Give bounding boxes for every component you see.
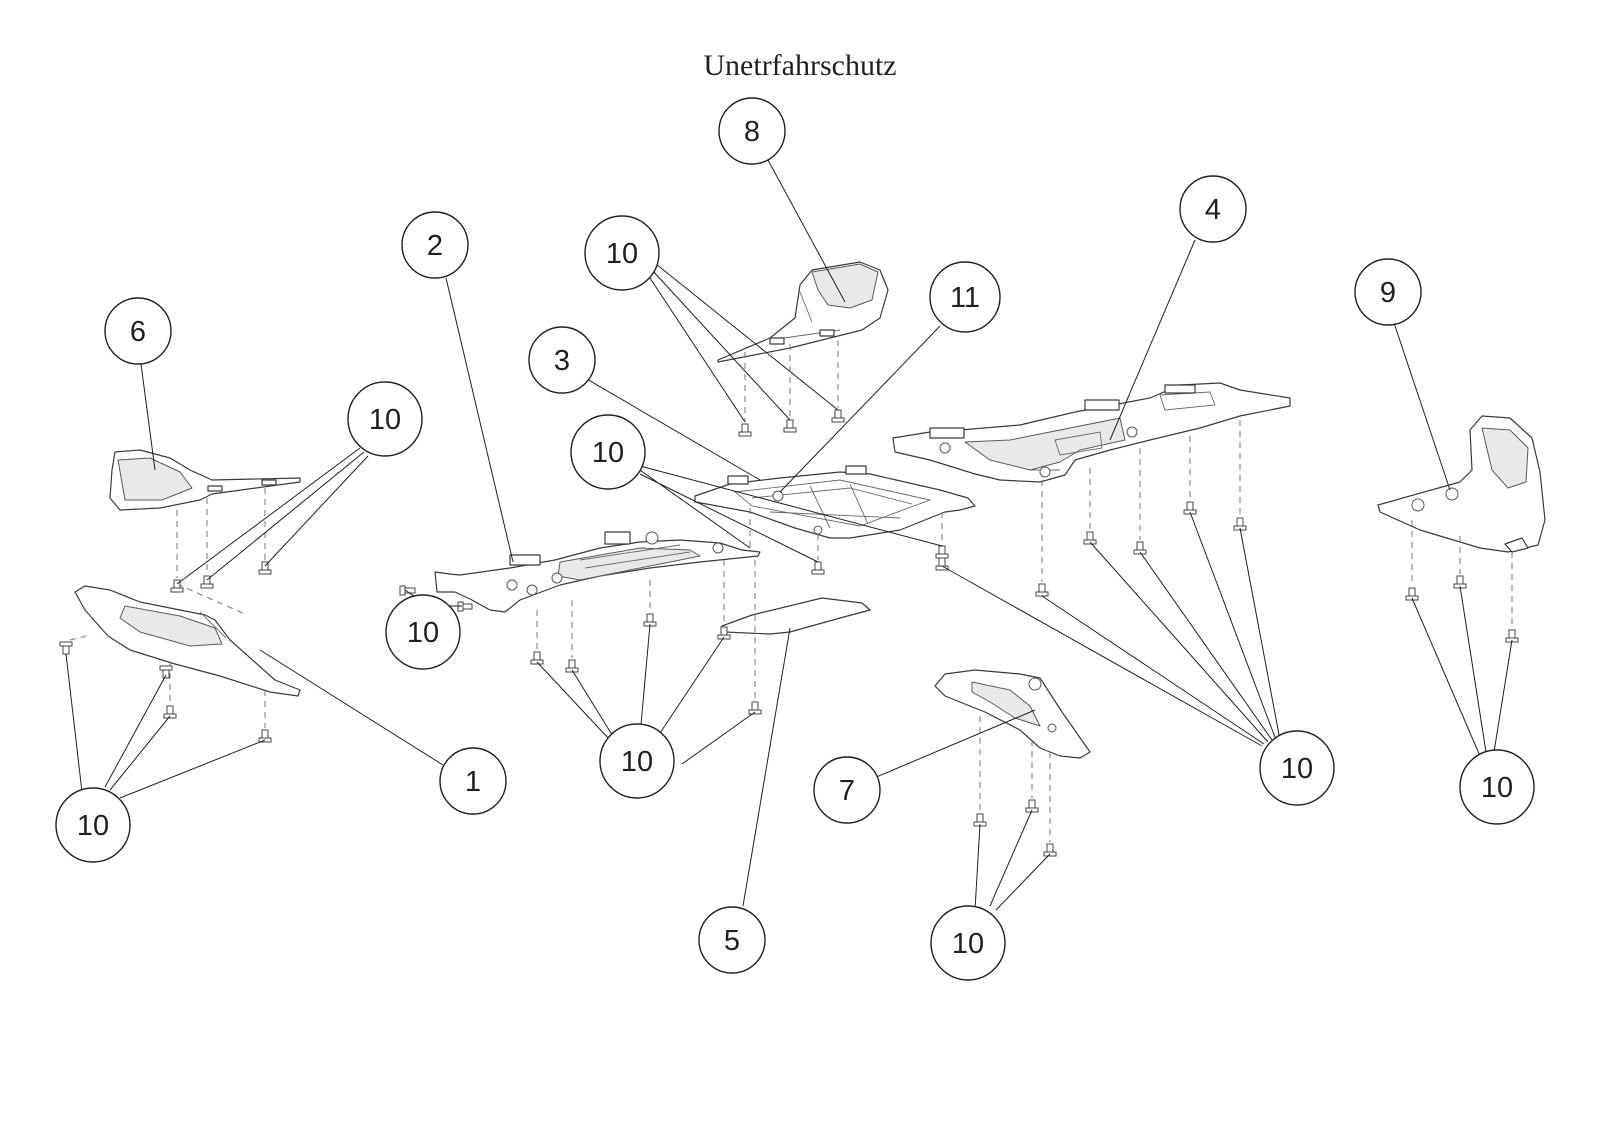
- svg-text:10: 10: [1281, 753, 1313, 785]
- callout-10: 10: [599, 723, 675, 799]
- screw-icon: [935, 545, 949, 559]
- callout-10: 10: [385, 594, 461, 670]
- leader-lines: [65, 159, 1513, 911]
- svg-text:10: 10: [369, 404, 401, 436]
- screw-icon: [831, 409, 845, 423]
- screw-icon: [738, 423, 752, 437]
- part-2-mounting-plate: [434, 531, 761, 613]
- svg-text:10: 10: [606, 238, 638, 270]
- screw-icon: [399, 585, 416, 596]
- callout-10: 10: [930, 905, 1006, 981]
- callout-7: 7: [813, 756, 881, 824]
- svg-text:3: 3: [554, 345, 570, 377]
- callout-10: 10: [1259, 730, 1335, 806]
- callout-2: 2: [401, 211, 469, 279]
- svg-text:9: 9: [1380, 277, 1396, 309]
- screw-icon: [1035, 583, 1049, 597]
- part-6-side-guard: [109, 449, 301, 511]
- callout-1: 1: [439, 747, 507, 815]
- callout-3: 3: [528, 326, 596, 394]
- svg-text:1: 1: [465, 766, 481, 798]
- svg-text:6: 6: [130, 316, 146, 348]
- screw-icon: [159, 665, 173, 679]
- part-3-center-frame: [694, 465, 976, 539]
- callout-10: 10: [55, 787, 131, 863]
- svg-text:10: 10: [77, 810, 109, 842]
- svg-text:10: 10: [407, 617, 439, 649]
- callout-10: 10: [570, 414, 646, 490]
- callout-11: 11: [929, 261, 1001, 333]
- svg-text:2: 2: [427, 230, 443, 262]
- svg-text:7: 7: [839, 775, 855, 807]
- screw-icon: [258, 561, 272, 575]
- diagram-title: Unetrfahrschutz: [703, 49, 896, 82]
- callout-8: 8: [718, 97, 786, 165]
- screw-icon: [200, 575, 214, 589]
- fastener-axis-lines: [69, 340, 1513, 842]
- part-8-guard: [717, 261, 889, 363]
- svg-text:10: 10: [592, 437, 624, 469]
- screw-icon: [783, 419, 797, 433]
- svg-text:5: 5: [724, 925, 740, 957]
- svg-text:10: 10: [1481, 772, 1513, 804]
- part-4-skid-plate: [892, 382, 1291, 483]
- svg-text:4: 4: [1205, 194, 1221, 226]
- svg-text:11: 11: [950, 282, 980, 314]
- callout-4: 4: [1179, 175, 1247, 243]
- part-1-front-guard: [74, 585, 301, 697]
- part-7-lower-guard: [934, 669, 1091, 759]
- screw-icon: [59, 641, 73, 655]
- part-9-corner-guard: [1377, 415, 1546, 553]
- callout-10: 10: [584, 215, 660, 291]
- part-5-cover-plate: [721, 597, 871, 635]
- callout-10: 10: [347, 381, 423, 457]
- svg-text:10: 10: [952, 928, 984, 960]
- callout-10: 10: [1459, 749, 1535, 825]
- screw-icon: [811, 561, 825, 575]
- callout-6: 6: [104, 297, 172, 365]
- svg-text:10: 10: [621, 746, 653, 778]
- callout-9: 9: [1354, 258, 1422, 326]
- callout-5: 5: [698, 906, 766, 974]
- svg-text:8: 8: [744, 116, 760, 148]
